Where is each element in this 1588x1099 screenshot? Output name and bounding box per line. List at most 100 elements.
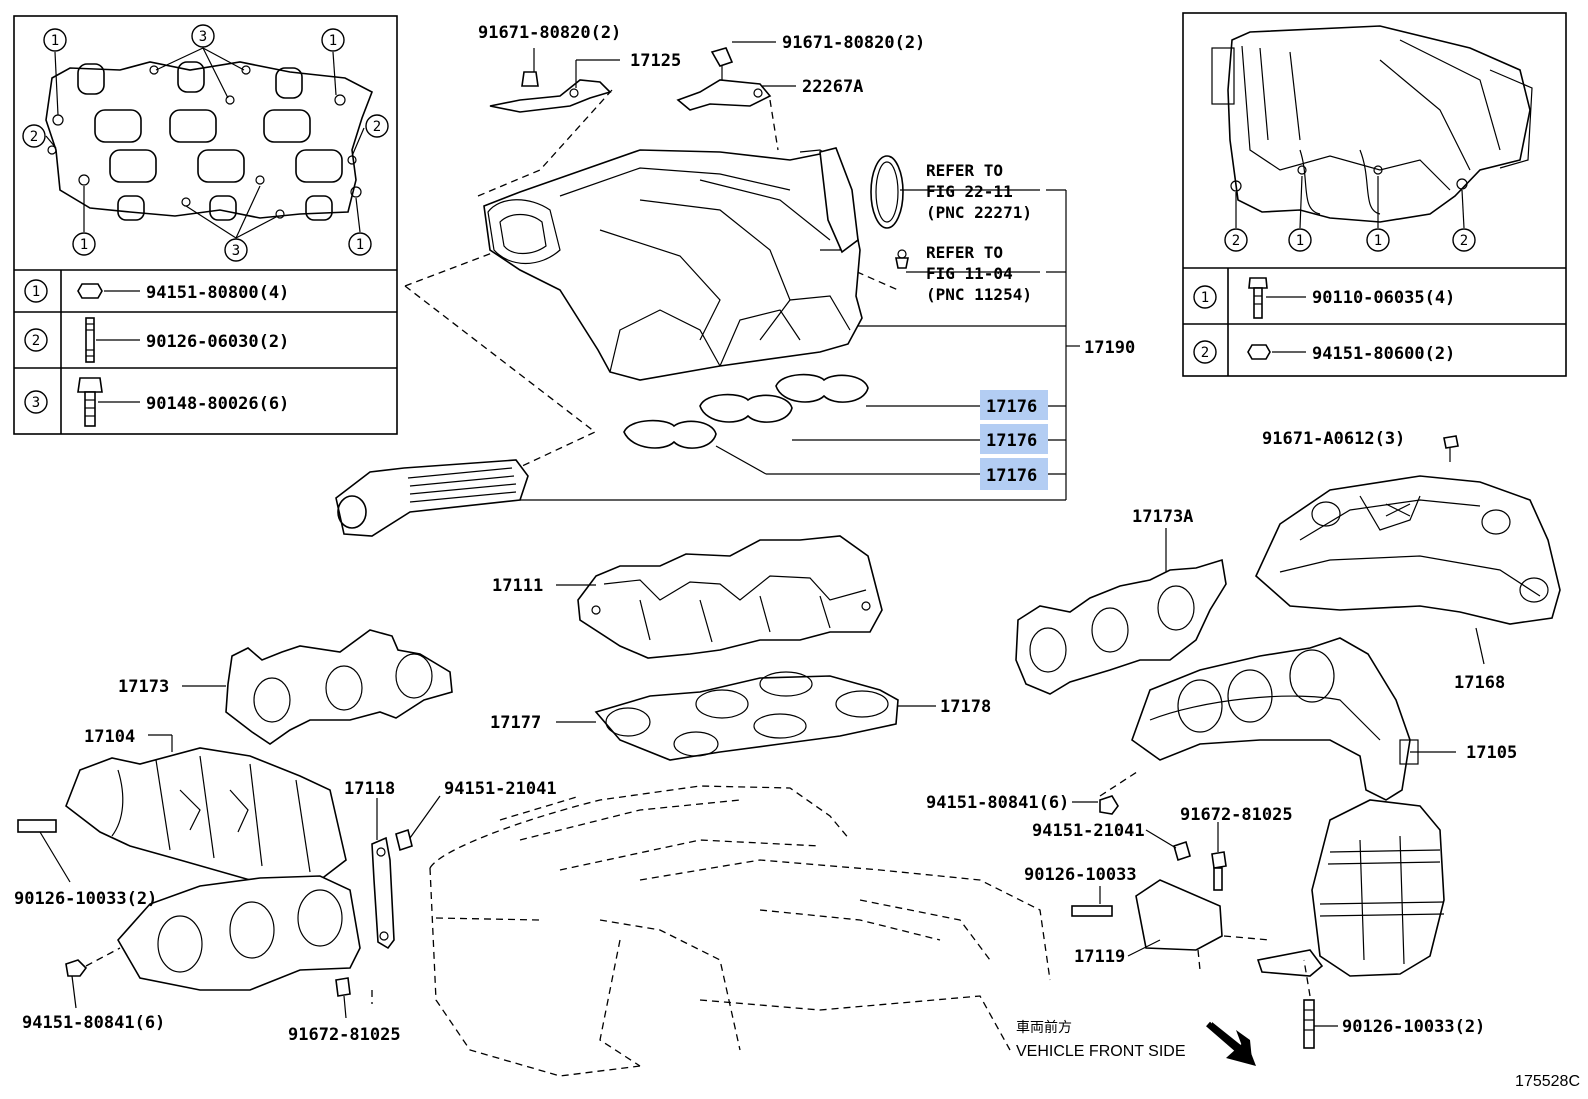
- nut-icon: [77, 283, 103, 299]
- flange-bolt-icon: [77, 377, 103, 393]
- callout-2-circle: 2: [365, 114, 389, 138]
- manifold-side-sketch: [1211, 25, 1533, 223]
- svg-text:1: 1: [329, 33, 337, 49]
- intake-pipe: [335, 459, 529, 537]
- svg-text:3: 3: [32, 395, 40, 411]
- bolt-icon: [710, 47, 734, 67]
- part-label-17176[interactable]: 17176: [986, 431, 1037, 451]
- part-label-91671-80820[interactable]: 91671-80820(2): [782, 33, 925, 53]
- part-label-94151-80841[interactable]: 94151-80841(6): [926, 793, 1069, 813]
- part-label-91671-A0612[interactable]: 91671-A0612(3): [1262, 429, 1405, 449]
- svg-text:2: 2: [1201, 345, 1209, 361]
- left-legend-row-1: 1 94151-80800(4): [24, 279, 289, 303]
- legend-part-number: 90148-80026(6): [146, 394, 289, 414]
- callout-3-circle: 3: [224, 238, 248, 262]
- catalytic-converter-right: [1311, 799, 1445, 977]
- reference-note: FIG 11-04: [926, 264, 1013, 283]
- left-inset-frame: [13, 15, 398, 435]
- callout-2-circle: 2: [1224, 228, 1248, 252]
- highlight-17176: [980, 458, 1048, 490]
- callout-2-circle: 2: [22, 124, 46, 148]
- part-label-17173A[interactable]: 17173A: [1132, 507, 1193, 527]
- part-label-17176[interactable]: 17176: [986, 397, 1037, 417]
- stud-icon: [85, 317, 95, 363]
- part-label-17118[interactable]: 17118: [344, 779, 395, 799]
- svg-text:1: 1: [1296, 233, 1304, 249]
- svg-text:1: 1: [1201, 290, 1209, 306]
- left-inset-panel: 1 1 1 1 2 2 3 3 1 94151-80800(4) 2 90126…: [13, 15, 398, 435]
- part-label-91671-80820[interactable]: 91671-80820(2): [478, 23, 621, 43]
- callout-2-circle: 2: [1452, 228, 1476, 252]
- right-exhaust-assembly: [1015, 435, 1561, 1049]
- part-label-17111[interactable]: 17111: [492, 576, 543, 596]
- front-label-japanese: 車両前方: [1016, 1019, 1072, 1036]
- part-label-17177[interactable]: 17177: [490, 713, 541, 733]
- callout-1-circle: 1: [348, 232, 372, 256]
- callout-1-circle: 1: [1288, 228, 1312, 252]
- nut-icon: [395, 828, 413, 852]
- part-label-90126-10033[interactable]: 90126-10033(2): [14, 889, 157, 909]
- part-label-17168[interactable]: 17168: [1454, 673, 1505, 693]
- part-labels: 91671-80820(2) 17125 91671-80820(2) 2226…: [14, 23, 1580, 1090]
- bracket-17119: [1135, 879, 1223, 951]
- arrowhead-icon: [1226, 1040, 1256, 1066]
- left-legend-row-2: 2 90126-06030(2): [24, 317, 289, 363]
- callout-1-circle: 1: [72, 232, 96, 256]
- left-sketch-callouts: 1 1 1 1 2 2 3 3: [22, 24, 389, 262]
- part-label-91672-81025[interactable]: 91672-81025: [1180, 805, 1293, 825]
- part-label-17104[interactable]: 17104: [84, 727, 135, 747]
- gasket-17176: [699, 393, 793, 423]
- callout-1-circle: 1: [321, 28, 345, 52]
- part-label-17176[interactable]: 17176: [986, 466, 1037, 486]
- svg-text:2: 2: [32, 333, 40, 349]
- right-legend-row-1: 1 90110-06035(4): [1193, 277, 1455, 319]
- flange-right: [1256, 949, 1324, 977]
- legend-part-number: 90110-06035(4): [1312, 288, 1455, 308]
- svg-text:1: 1: [1374, 233, 1382, 249]
- reference-note: FIG 22-11: [926, 182, 1013, 201]
- svg-text:1: 1: [356, 237, 364, 253]
- callout-1-circle: 1: [43, 28, 67, 52]
- svg-text:2: 2: [373, 119, 381, 135]
- callout-1-circle: 1: [1366, 228, 1390, 252]
- nut-icon: [1247, 344, 1271, 360]
- stud-icon: [1071, 905, 1113, 917]
- reference-note: (PNC 11254): [926, 285, 1032, 304]
- svg-text:2: 2: [30, 129, 38, 145]
- gasket-17177: [594, 675, 899, 761]
- bracket-17118: [371, 836, 395, 950]
- bolt-icon: [335, 977, 351, 997]
- part-label-17119[interactable]: 17119: [1074, 947, 1125, 967]
- svg-text:1: 1: [51, 33, 59, 49]
- right-inset-frame: [1182, 12, 1567, 377]
- part-label-17178[interactable]: 17178: [940, 697, 991, 717]
- engine-outline: [429, 785, 1051, 1077]
- part-label-94151-21041[interactable]: 94151-21041: [444, 779, 557, 799]
- part-label-17105[interactable]: 17105: [1466, 743, 1517, 763]
- reference-note: (PNC 22271): [926, 203, 1032, 222]
- part-label-17173[interactable]: 17173: [118, 677, 169, 697]
- part-label-22267A[interactable]: 22267A: [802, 77, 863, 97]
- lower-intake-17111: [577, 535, 883, 659]
- part-label-90126-10033[interactable]: 90126-10033(2): [1342, 1017, 1485, 1037]
- part-label-94151-21041[interactable]: 94151-21041: [1032, 821, 1145, 841]
- svg-text:1: 1: [32, 284, 40, 300]
- intake-plenum-assembly: [335, 41, 1080, 537]
- callout-3-circle: 3: [191, 24, 215, 48]
- part-label-94151-80841[interactable]: 94151-80841(6): [22, 1013, 165, 1033]
- part-label-90126-10033[interactable]: 90126-10033: [1024, 865, 1137, 885]
- part-label-17190[interactable]: 17190: [1084, 338, 1135, 358]
- left-legend-row-3: 3 90148-80026(6): [24, 377, 289, 427]
- heat-insulator-17168: [1255, 475, 1561, 625]
- stud-icon: [1303, 999, 1315, 1049]
- stud-icon: [17, 819, 57, 833]
- throttle-gasket: [870, 155, 904, 229]
- gasket-17176: [775, 373, 869, 403]
- bolt-icon: [1443, 435, 1459, 449]
- bolt-icon: [1211, 851, 1227, 869]
- reference-note: REFER TO: [926, 243, 1003, 262]
- part-label-91672-81025[interactable]: 91672-81025: [288, 1025, 401, 1045]
- part-label-17125[interactable]: 17125: [630, 51, 681, 71]
